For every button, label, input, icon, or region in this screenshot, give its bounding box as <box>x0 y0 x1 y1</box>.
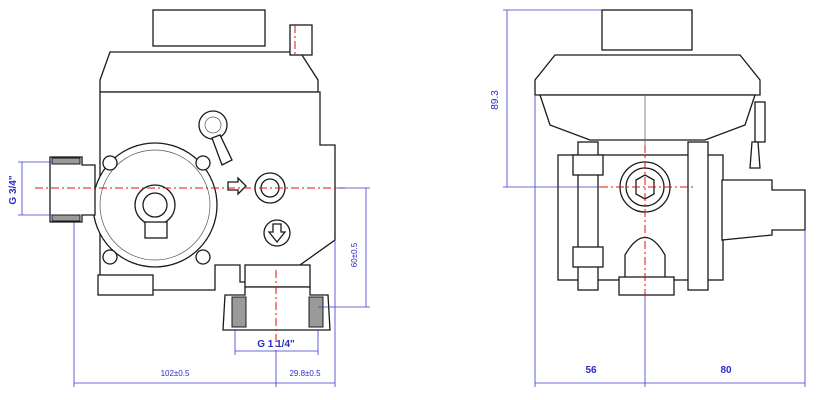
height-to-axis-label: 89.3 <box>490 90 501 110</box>
side-dimensions: 89.3 56 80 <box>490 9 806 387</box>
front-cover <box>99 51 319 93</box>
front-inlet-fitting <box>49 156 96 223</box>
outlet-thread-label: G 1 1/4" <box>257 339 295 350</box>
inlet-thread-label: G 3/4" <box>8 175 19 204</box>
side-cover-collar <box>601 9 693 51</box>
bolt <box>195 249 211 265</box>
front-knob <box>198 110 228 140</box>
side-view-regulator <box>534 9 806 300</box>
bolt <box>195 155 211 171</box>
front-view-regulator <box>35 9 345 350</box>
side-foot <box>618 276 675 296</box>
flow-arrow-right-icon <box>227 176 247 196</box>
front-dimensions: G 3/4" 60±0.5 G 1 1/4" 102±0.5 29.8±0.5 <box>8 161 370 387</box>
side-outlet-fitting <box>721 179 806 241</box>
left-width-label: 56 <box>585 365 597 376</box>
inlet-outlet-distance-label: 102±0.5 <box>161 369 190 378</box>
right-width-label: 80 <box>720 365 732 376</box>
outlet-side-distance-label: 29.8±0.5 <box>289 369 321 378</box>
front-outlet-neck <box>244 264 311 288</box>
side-cover <box>534 54 761 96</box>
bolt <box>102 155 118 171</box>
front-foot <box>97 274 154 296</box>
front-cover-collar <box>152 9 266 47</box>
bolt <box>102 249 118 265</box>
front-lever <box>211 134 233 166</box>
outlet-height-label: 60±0.5 <box>350 242 359 267</box>
front-vent <box>289 24 313 56</box>
side-upper-body <box>539 94 756 141</box>
side-lever <box>749 141 761 169</box>
